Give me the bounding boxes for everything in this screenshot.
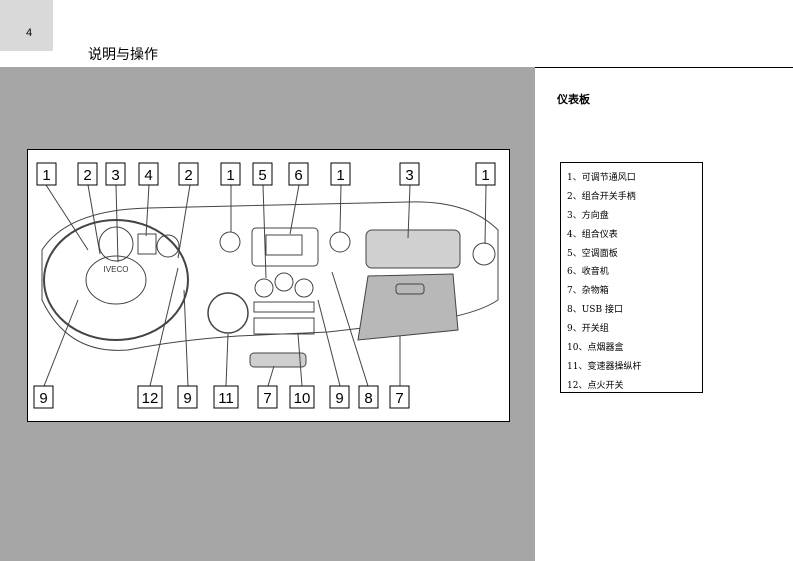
legend-item: 2、组合开关手柄	[567, 191, 636, 202]
callout-top: 1	[481, 167, 489, 184]
legend-box: 1、可调节通风口 2、组合开关手柄 3、方向盘 4、组合仪表 5、空调面板 6、…	[560, 162, 703, 393]
callout-top: 1	[226, 167, 234, 184]
cigarette-lighter-box	[253, 317, 315, 335]
switch-row	[253, 301, 315, 313]
callout-bottom: 12	[142, 390, 159, 407]
legend-item: 1、可调节通风口	[567, 173, 636, 183]
legend-item: 5、空调面板	[567, 248, 618, 259]
callout-top: 2	[184, 167, 192, 184]
header-rule	[535, 67, 793, 68]
gauge-left	[98, 226, 134, 262]
callout-bottom: 9	[335, 390, 343, 407]
callout-top: 1	[42, 167, 50, 184]
lower-storage	[249, 352, 307, 368]
gear-lever	[207, 292, 249, 334]
callout-top: 1	[336, 167, 344, 184]
callout-bottom: 11	[218, 390, 234, 407]
gauge-right	[156, 234, 180, 258]
callout-bottom: 9	[39, 390, 47, 407]
legend-item: 9、开关组	[567, 324, 609, 335]
callout-top: 2	[83, 167, 91, 184]
callout-bottom: 7	[263, 390, 271, 407]
section-title: 仪表板	[557, 93, 590, 106]
page-number-tab	[0, 0, 53, 51]
dashboard-drawing: IVECO 1 2 3 4 2 1 5 6 1 3 1	[33, 162, 499, 409]
steering-wheel	[43, 219, 189, 341]
cluster-display	[137, 233, 157, 255]
page-number: 4	[26, 27, 33, 39]
legend-item: 6、收音机	[567, 267, 609, 278]
legend-item: 7、杂物箱	[567, 286, 609, 297]
vent-left	[219, 231, 241, 253]
legend-item: 4、组合仪表	[567, 229, 618, 240]
vent-right	[472, 242, 496, 266]
legend-item: 3、方向盘	[567, 210, 609, 221]
callout-bottom: 9	[183, 390, 191, 407]
callout-top: 6	[294, 167, 302, 184]
callout-bottom: 10	[294, 390, 311, 407]
vent-center	[329, 231, 351, 253]
callout-top: 3	[111, 167, 119, 184]
legend-item: 8、USB 接口	[567, 305, 623, 316]
callout-top: 4	[144, 167, 152, 184]
legend-item: 11、变速器操纵杆	[567, 361, 642, 372]
radio-display	[265, 234, 303, 256]
knob-left	[254, 278, 274, 298]
knob-right	[294, 278, 314, 298]
callout-bottom: 8	[364, 390, 372, 407]
dashboard-illustration: IVECO 1 2 3 4 2 1 5 6 1 3 1	[27, 149, 510, 422]
steering-hub	[85, 255, 147, 305]
glove-box	[357, 273, 459, 341]
callout-top: 5	[258, 167, 266, 184]
callout-bottom: 7	[395, 390, 403, 407]
callout-top: 3	[405, 167, 413, 184]
legend-item: 12、点火开关	[567, 380, 624, 391]
header-title: 说明与操作	[88, 47, 158, 63]
radio-unit	[251, 227, 319, 267]
glove-box-handle	[395, 283, 425, 295]
legend-item: 10、点烟器盒	[567, 343, 624, 354]
upper-storage	[365, 229, 461, 269]
knob-center	[274, 272, 294, 292]
wheel-badge: IVECO	[104, 265, 129, 274]
